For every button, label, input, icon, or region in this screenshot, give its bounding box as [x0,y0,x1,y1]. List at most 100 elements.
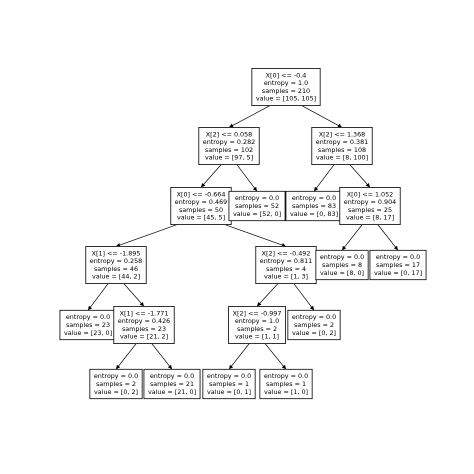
tree-edge-arrow [236,164,258,192]
tree-node-line: entropy = 0.0 [320,253,364,261]
tree-node-box [113,305,175,344]
tree-node-box [339,186,401,225]
tree-edge-arrow [200,164,222,188]
tree-node-line: samples = 1 [209,380,249,388]
tree-node-line: value = [97, 5] [205,154,253,162]
tree-node-line: samples = 46 [94,265,138,273]
tree-node-box [85,245,147,284]
tree-edge-arrow [115,343,137,370]
tree-node-box [198,127,260,166]
tree-node-line: X[0] <= 1.052 [347,190,394,198]
tree-node-line: value = [8, 100] [316,154,368,162]
tree-edge-arrow [313,164,335,192]
tree-node-line: entropy = 0.282 [203,138,255,146]
tree-node-line: samples = 23 [122,325,166,333]
tree-node-line: entropy = 0.426 [118,317,170,325]
tree-node-line: X[2] <= -0.492 [262,249,311,257]
tree-node-line: entropy = 0.0 [264,372,308,380]
tree-node-line: value = [8, 0] [320,269,364,277]
tree-edge-arrow [228,105,271,128]
tree-node-line: value = [0, 2] [94,388,138,396]
tree-node-line: X[2] <= 1.368 [319,130,366,138]
tree-node-line: samples = 23 [66,321,110,329]
tree-node-line: value = [8, 17] [346,214,394,222]
tree-edge-arrow [293,283,315,311]
tree-node-line: samples = 17 [376,261,420,269]
tree-node-line: samples = 8 [322,261,362,269]
tree-edge-arrow [224,224,287,247]
tree-node-line: entropy = 0.258 [90,257,142,265]
tree-node-line: X[1] <= -1.771 [120,309,169,317]
tree-node-line: entropy = 0.0 [376,253,420,261]
tree-node-box [311,127,373,166]
tree-node-box [59,309,117,341]
tree-node-line: value = [1, 1] [235,333,279,341]
tree-node-box [285,190,343,222]
tree-edge-arrow [151,343,173,370]
tree-node-line: entropy = 0.0 [66,313,110,321]
tree-node-line: value = [44, 2] [92,273,140,281]
tree-edge-arrow [341,224,363,251]
tree-node-box [170,186,232,225]
tree-node-box [259,368,313,400]
tree-node-line: value = [21, 0] [148,388,196,396]
tree-node-line: entropy = 0.0 [292,194,336,202]
tree-node-line: value = [45, 5] [177,214,225,222]
tree-node-line: value = [105, 105] [256,95,316,103]
tree-node-line: value = [1, 3] [264,273,308,281]
tree-node-box [143,368,201,400]
tree-node-line: entropy = 0.381 [316,138,368,146]
tree-node-box [251,68,321,107]
tree-node-line: samples = 102 [205,146,253,154]
tree-node-line: X[0] <= -0.664 [177,190,226,198]
tree-edge-arrow [123,283,145,307]
tree-node-box [369,249,427,281]
tree-node-line: samples = 25 [348,206,392,214]
tree-node-line: entropy = 0.0 [207,372,251,380]
tree-node-line: samples = 2 [237,325,277,333]
tree-node-line: entropy = 0.904 [344,198,396,206]
tree-node-box [315,249,369,281]
tree-node-box [228,305,286,344]
tree-node-line: value = [0, 2] [292,329,336,337]
tree-node-box [287,309,341,341]
tree-node-line: samples = 2 [294,321,334,329]
tree-node-line: entropy = 1.0 [235,317,279,325]
tree-node-line: entropy = 1.0 [264,79,308,87]
tree-node-line: samples = 1 [266,380,306,388]
tree-node-line: X[2] <= 0.058 [206,130,253,138]
tree-node-line: samples = 83 [292,202,336,210]
tree-node-line: samples = 210 [262,87,310,95]
tree-edge-arrow [115,224,178,247]
tree-node-line: samples = 50 [179,206,223,214]
tree-node-line: value = [0, 17] [374,269,422,277]
tree-edge-arrow [256,283,279,307]
tree-node-box [89,368,143,400]
tree-node-line: samples = 108 [318,146,366,154]
tree-node-line: samples = 2 [96,380,136,388]
tree-edge-arrow [349,164,371,188]
tree-node-line: samples = 4 [266,265,306,273]
tree-node-line: X[0] <= -0.4 [266,71,307,79]
tree-node-box [202,368,256,400]
tree-edge-arrow [301,105,343,128]
tree-node-line: entropy = 0.0 [94,372,138,380]
